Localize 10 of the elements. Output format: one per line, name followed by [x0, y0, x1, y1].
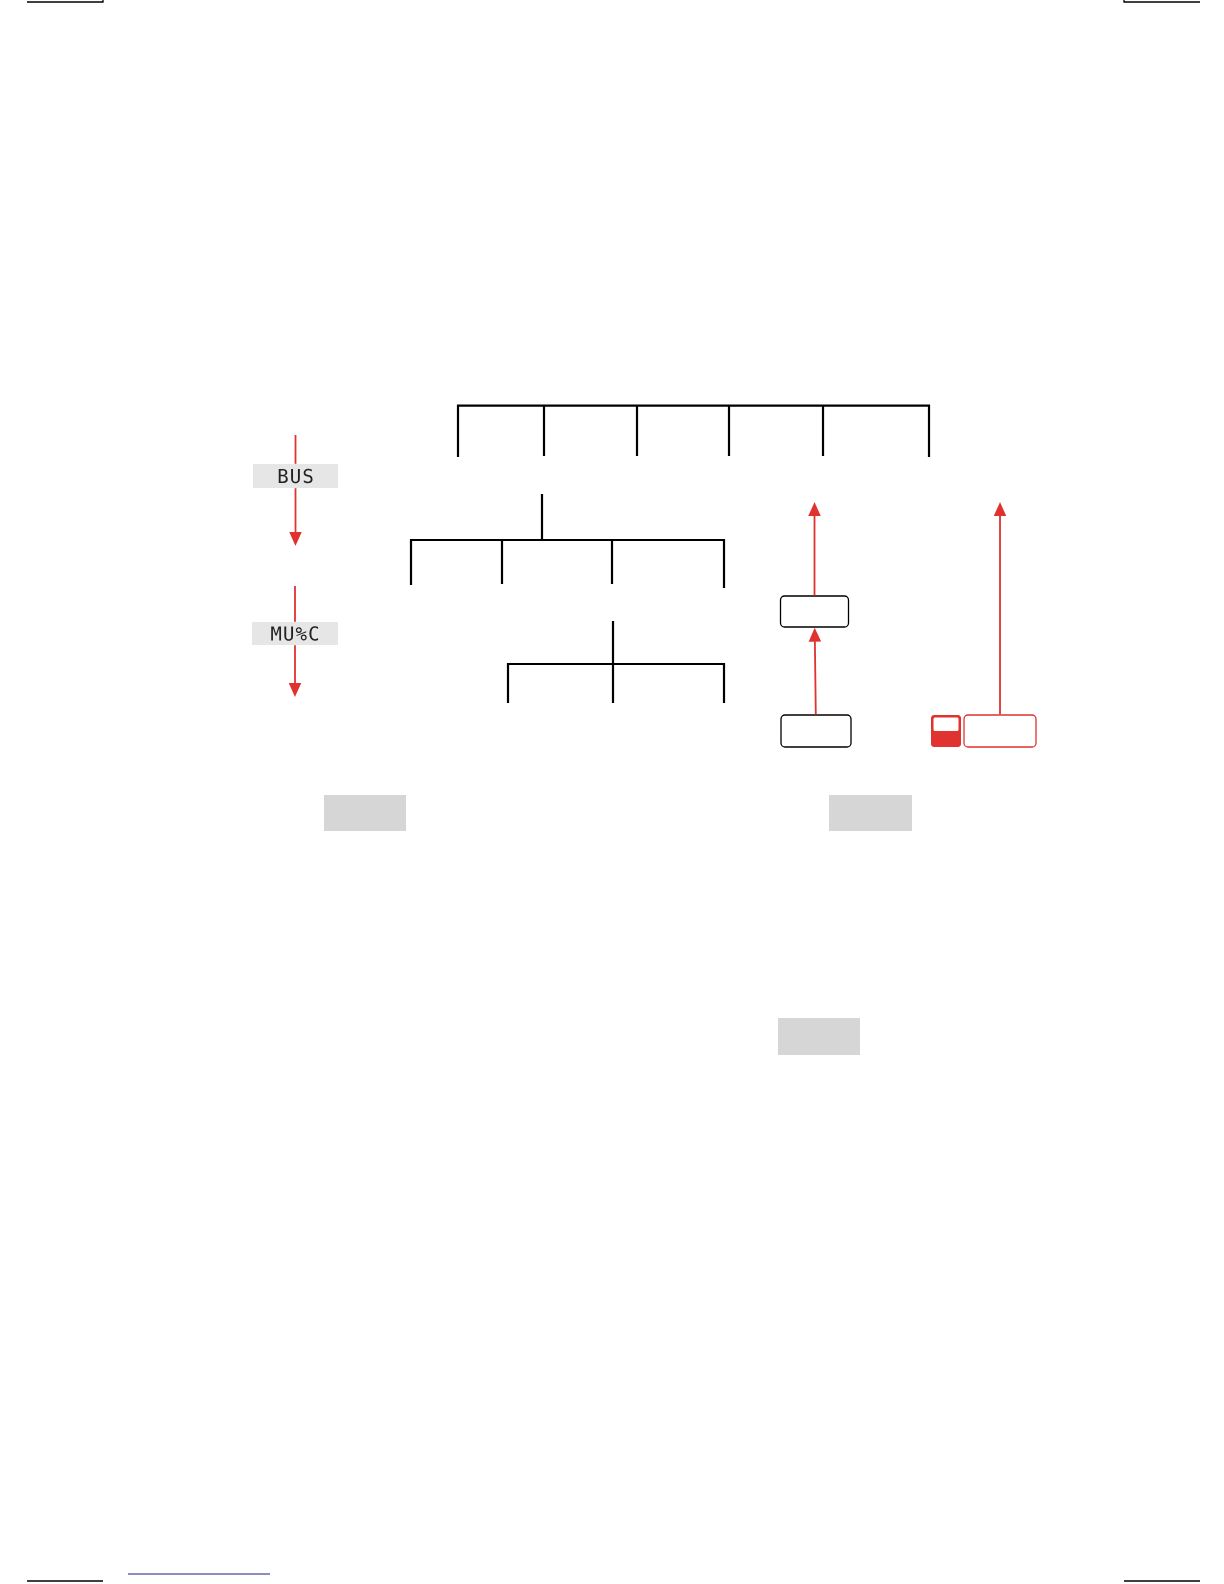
rounded-box	[963, 714, 1037, 748]
rounded-box	[779, 595, 850, 628]
connector-line	[294, 434, 297, 465]
rounded-box	[780, 714, 852, 748]
blank-box	[778, 1018, 860, 1055]
display-label: BUS	[253, 464, 338, 488]
blank-box	[829, 795, 912, 831]
connector-line	[294, 585, 296, 623]
display-label: MU%C	[252, 622, 338, 645]
blank-box	[324, 795, 406, 831]
